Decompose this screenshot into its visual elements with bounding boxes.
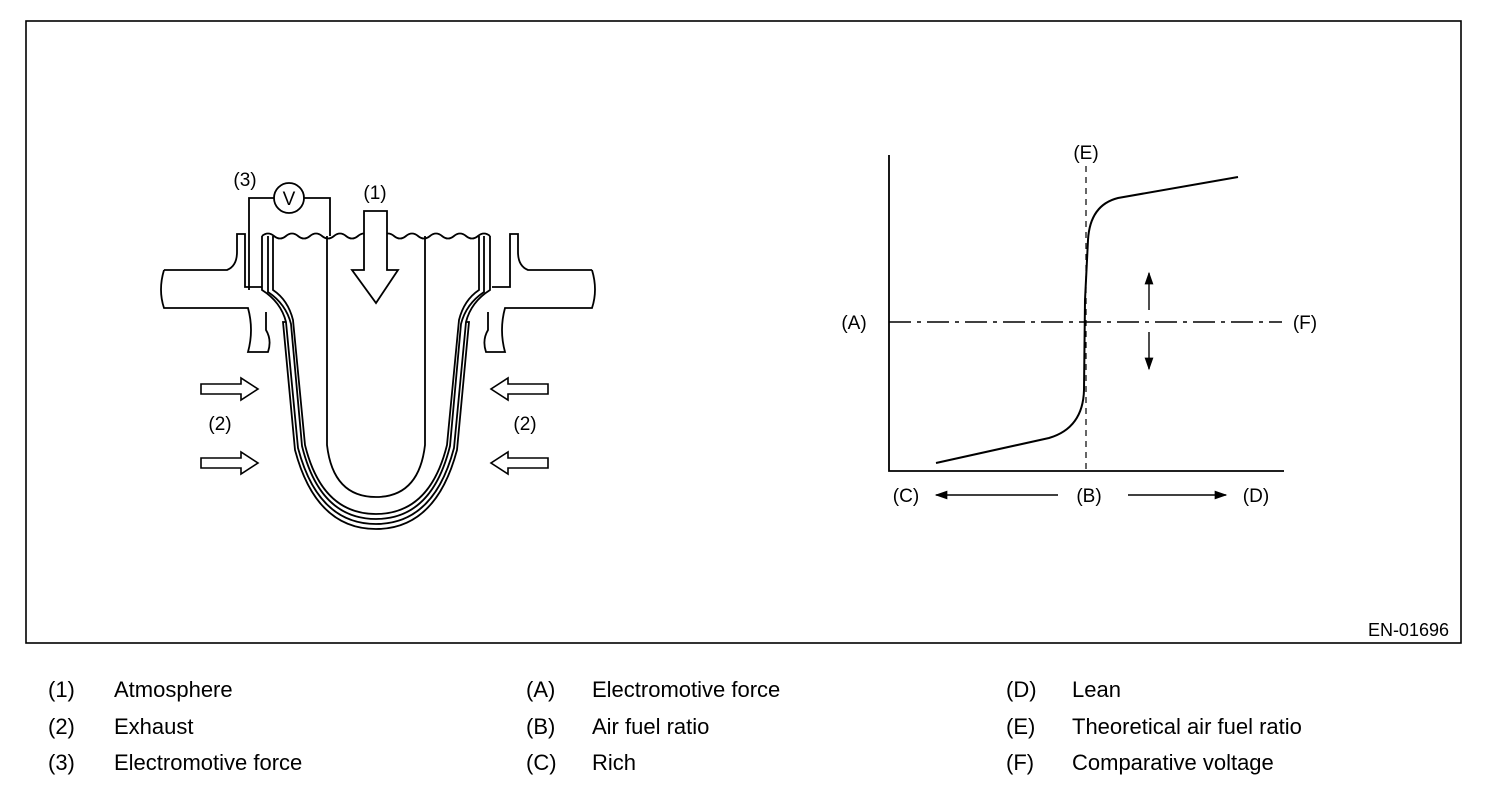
ceramic-layer-2 (267, 236, 485, 520)
exhaust-callout-right: (2) (513, 414, 536, 435)
legend-text: Lean (1072, 677, 1121, 702)
voltmeter-symbol: V (283, 189, 296, 210)
legend-text: Exhaust (114, 713, 194, 739)
graph-label-f: (F) (1293, 313, 1317, 334)
sensor-output-curve (935, 176, 1239, 464)
legend-key: (1) (48, 677, 75, 702)
atmosphere-callout: (1) (363, 183, 386, 204)
legend-text: Electromotive force (592, 677, 781, 702)
graph-label-c: (C) (893, 486, 919, 507)
exhaust-arrow-left-upper-icon (200, 376, 260, 402)
graph-label-a: (A) (841, 313, 866, 334)
voltmeter-icon (273, 182, 305, 214)
legend-item: (1) Atmosphere (48, 676, 302, 713)
legend-item: (E) Theoretical air fuel ratio (1006, 713, 1302, 750)
legend-key: (B) (526, 713, 556, 739)
graph-label-d: (D) (1243, 486, 1269, 507)
ceramic-layer-1 (261, 236, 491, 525)
inner-u-wall (272, 236, 480, 515)
legend-text: Electromotive force (114, 750, 303, 775)
output-graph (888, 155, 1284, 500)
legend-column-2: (A) Electromotive force (B) Air fuel ratio… (526, 676, 780, 786)
legend-text: Comparative voltage (1072, 750, 1274, 775)
legend-item: (A) Electromotive force (526, 676, 780, 713)
legend-item: (2) Exhaust (48, 713, 302, 750)
figure-frame (25, 20, 1462, 644)
inner-cavity (326, 236, 426, 498)
legend-key: (F) (1006, 750, 1035, 775)
legend-item: (F) Comparative voltage (1006, 749, 1302, 786)
legend-text: Rich (592, 750, 637, 775)
voltmeter-lead-left (248, 197, 274, 290)
legend-column-3: (D) Lean (E) Theoretical air fuel ratio (F… (1006, 676, 1302, 786)
exhaust-arrow-right-lower-icon (489, 450, 549, 476)
voltmeter-lead-right (304, 197, 331, 236)
legend-column-1: (1) Atmosphere (2) Exhaust (3) Electromotiv… (48, 676, 302, 786)
atmosphere-arrow-icon (350, 210, 400, 305)
legend-item: (C) Rich (526, 749, 780, 786)
legend-item: (B) Air fuel ratio (526, 713, 780, 750)
legend-key: (3) (48, 750, 75, 775)
exhaust-arrow-right-upper-icon (489, 376, 549, 402)
right-mounting-boss (483, 233, 596, 353)
exhaust-arrows (200, 376, 549, 476)
graph-label-b: (B) (1076, 486, 1101, 507)
legend-item: (3) Electromotive force (48, 749, 302, 786)
exhaust-arrow-left-lower-icon (200, 450, 260, 476)
graph-axes (888, 155, 1284, 472)
legend-key: (2) (48, 713, 75, 739)
exhaust-callout-left: (2) (208, 414, 231, 435)
legend-text: Air fuel ratio (592, 713, 710, 739)
legend-key: (C) (526, 750, 557, 775)
voltmeter-circuit (248, 182, 331, 290)
emf-callout: (3) (233, 170, 256, 191)
legend-text: Theoretical air fuel ratio (1072, 713, 1302, 739)
figure-code: EN-01696 (1368, 620, 1449, 640)
legend-key: (A) (526, 677, 556, 702)
outer-electrode (282, 321, 470, 530)
graph-label-e: (E) (1073, 143, 1098, 164)
left-mounting-boss (160, 233, 271, 353)
legend-key: (E) (1006, 713, 1036, 739)
legend-text: Atmosphere (114, 677, 233, 702)
legend: (1) Atmosphere (2) Exhaust (3) Electromotiv… (0, 676, 1504, 786)
legend-item: (D) Lean (1006, 676, 1302, 713)
legend-key: (D) (1006, 677, 1037, 702)
